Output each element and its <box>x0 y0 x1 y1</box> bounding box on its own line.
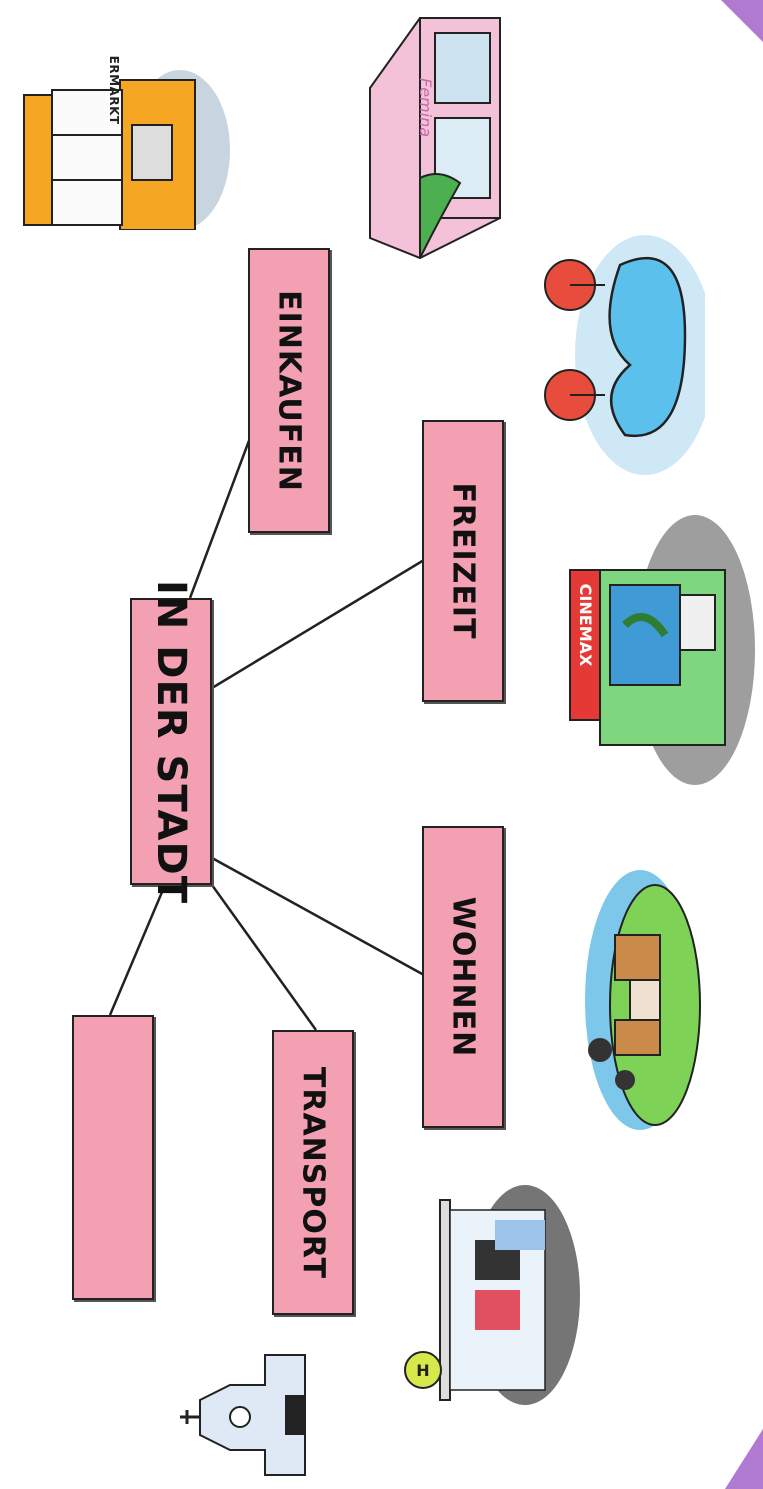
bus-stop-sign: H <box>416 1361 429 1380</box>
center-box: IN DER STADT <box>130 580 212 903</box>
line-einkaufen <box>188 437 252 599</box>
line-empty <box>108 884 167 1016</box>
branch-label-einkaufen: EINKAUFEN <box>271 289 307 492</box>
branch-box-transport: TRANSPORT <box>272 1030 354 1315</box>
branch-box-wohnen: WOHNEN <box>422 826 504 1128</box>
branch-label-wohnen: WOHNEN <box>445 896 481 1058</box>
boutique-sign: Femina <box>416 78 435 137</box>
branch-box-empty <box>72 1015 154 1300</box>
cinema-icon: CINEMAX <box>569 515 755 785</box>
church-icon <box>180 1354 306 1476</box>
clothing-shop-icon: Femina <box>369 17 501 260</box>
branch-box-einkaufen: EINKAUFEN <box>248 248 330 533</box>
swimming-pool-icon <box>544 235 705 475</box>
branch-label-freizeit: FREIZEIT <box>445 482 481 640</box>
supermarket-icon: SUPERMARKT <box>23 55 230 230</box>
cinema-sign: CINEMAX <box>576 584 595 667</box>
bus-stop-icon: H <box>404 1185 580 1405</box>
branch-box-freizeit: FREIZEIT <box>422 420 504 702</box>
line-transport <box>210 884 318 1031</box>
line-wohnen <box>211 856 425 977</box>
houses-icon <box>585 870 701 1130</box>
corner-accent-bottom <box>725 1429 763 1489</box>
line-freizeit <box>211 558 425 690</box>
branch-label-transport: TRANSPORT <box>295 1066 331 1279</box>
corner-accent-top <box>721 0 763 42</box>
supermarket-sign: SUPERMARKT <box>107 55 121 125</box>
center-label: IN DER STADT <box>148 579 194 904</box>
